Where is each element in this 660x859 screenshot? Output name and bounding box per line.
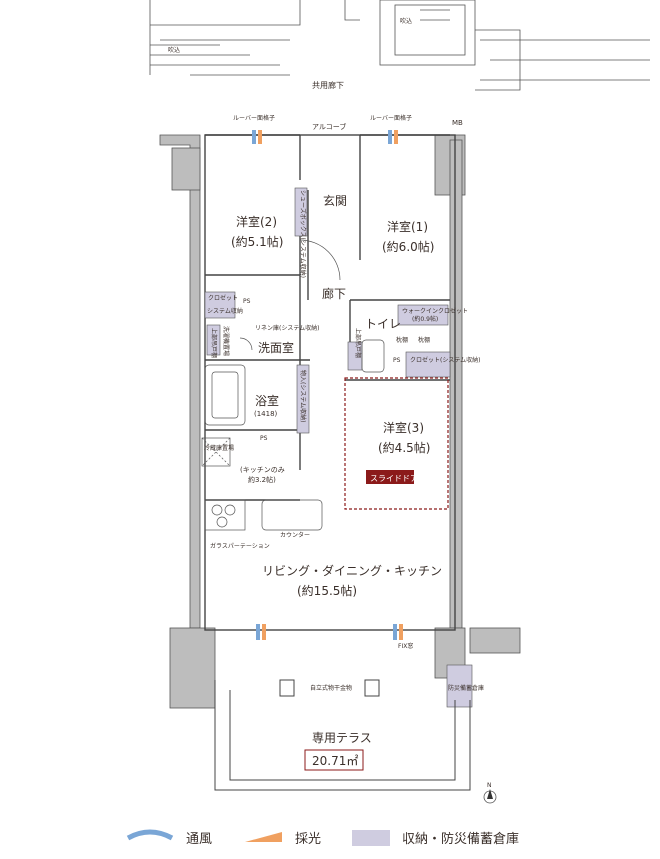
legend-ventilation: 通風	[186, 832, 212, 847]
room1-label: 洋室(1)	[387, 219, 428, 234]
toilet-shelf-label: 上部吊戸棚	[354, 328, 362, 358]
ps-label-2: PS	[393, 357, 401, 364]
disaster-storage-label: 防災備蓄倉庫	[448, 684, 484, 692]
shelf-label-1: 枕棚	[396, 336, 408, 344]
kitchen-only-label: (キッチンのみ	[240, 466, 285, 474]
linen-label: リネン庫(システム収納)	[255, 324, 320, 332]
counter-label: カウンター	[280, 531, 310, 539]
closet-left-sub: システム収納	[207, 307, 243, 315]
fridge-label: 冷蔵庫置場	[204, 444, 234, 452]
bath-size: (1418)	[254, 410, 278, 418]
storage-label: 物入(システム収納)	[299, 370, 307, 423]
washer-label: 洗濯機置場	[222, 326, 230, 356]
hallway-label: 廊下	[322, 286, 346, 301]
alcove-label: アルコーブ	[312, 122, 346, 131]
room1-size: (約6.0帖)	[382, 239, 434, 254]
fixtures	[201, 239, 385, 531]
kitchen-size-label: 約3.2帖)	[248, 475, 276, 484]
terrace-area-box	[304, 749, 364, 771]
terrace-area: 20.71㎡	[312, 754, 358, 768]
ldk-size: (約15.5帖)	[297, 583, 357, 598]
bath-label: 浴室	[255, 393, 279, 408]
ps-label-3: PS	[260, 435, 268, 442]
room2-label: 洋室(2)	[236, 214, 277, 229]
ldk-label: リビング・ダイニング・キッチン	[262, 563, 442, 578]
fix-window-label: FIX窓	[398, 642, 413, 650]
interior-walls	[204, 134, 456, 631]
ps-label-1: PS	[243, 298, 251, 305]
louver-label-1: ルーバー面格子	[233, 114, 275, 122]
ventilation-legend-icon	[126, 829, 174, 841]
outer-walls	[159, 134, 521, 709]
top-structure	[149, 0, 650, 91]
laundry-pole-label: 自立式物干金物	[310, 684, 352, 692]
terrace-outline	[214, 679, 471, 791]
louver-label-2: ルーバー面格子	[370, 114, 412, 122]
upper-cab-label: 上部吊戸棚	[210, 328, 218, 358]
mb-label: MB	[452, 119, 463, 127]
room3-size: (約4.5帖)	[378, 440, 430, 455]
fukikomi-label-2: 吹込	[400, 17, 412, 25]
light-legend-icon	[245, 832, 282, 842]
slide-door-outline	[344, 377, 449, 510]
legend	[126, 829, 390, 846]
shoebox-label: シューズボックス(システム収納)	[299, 190, 307, 278]
north-arrow-icon	[483, 789, 497, 804]
storage-legend-icon	[352, 830, 390, 846]
toilet-label: トイレ	[365, 317, 401, 331]
terrace-label: 専用テラス	[312, 731, 372, 745]
common-corridor-label: 共用廊下	[312, 80, 344, 90]
glass-partition-label: ガラスパーテーション	[210, 542, 270, 550]
washroom-label: 洗面室	[258, 340, 294, 355]
slide-door-label: スライドドア	[370, 474, 418, 483]
fukikomi-label-1: 吹込	[168, 46, 180, 54]
walkin-size: (約0.9帖)	[412, 315, 438, 323]
closet-sys-label: クロゼット(システム収納)	[410, 356, 481, 364]
entrance-label: 玄関	[323, 193, 347, 208]
closet-left-label: クロゼット	[208, 294, 238, 302]
room2-size: (約5.1帖)	[231, 234, 283, 249]
legend-light: 採光	[295, 832, 321, 847]
ventilation-marks	[252, 130, 403, 640]
legend-storage: 収納・防災備蓄倉庫	[402, 831, 519, 847]
walkin-label: ウォークインクロゼット	[402, 307, 468, 315]
slide-door-badge	[366, 470, 414, 484]
storage-areas	[204, 187, 473, 708]
north-label: N	[487, 782, 492, 789]
room3-label: 洋室(3)	[383, 420, 424, 435]
shelf-label-2: 枕棚	[418, 336, 430, 344]
